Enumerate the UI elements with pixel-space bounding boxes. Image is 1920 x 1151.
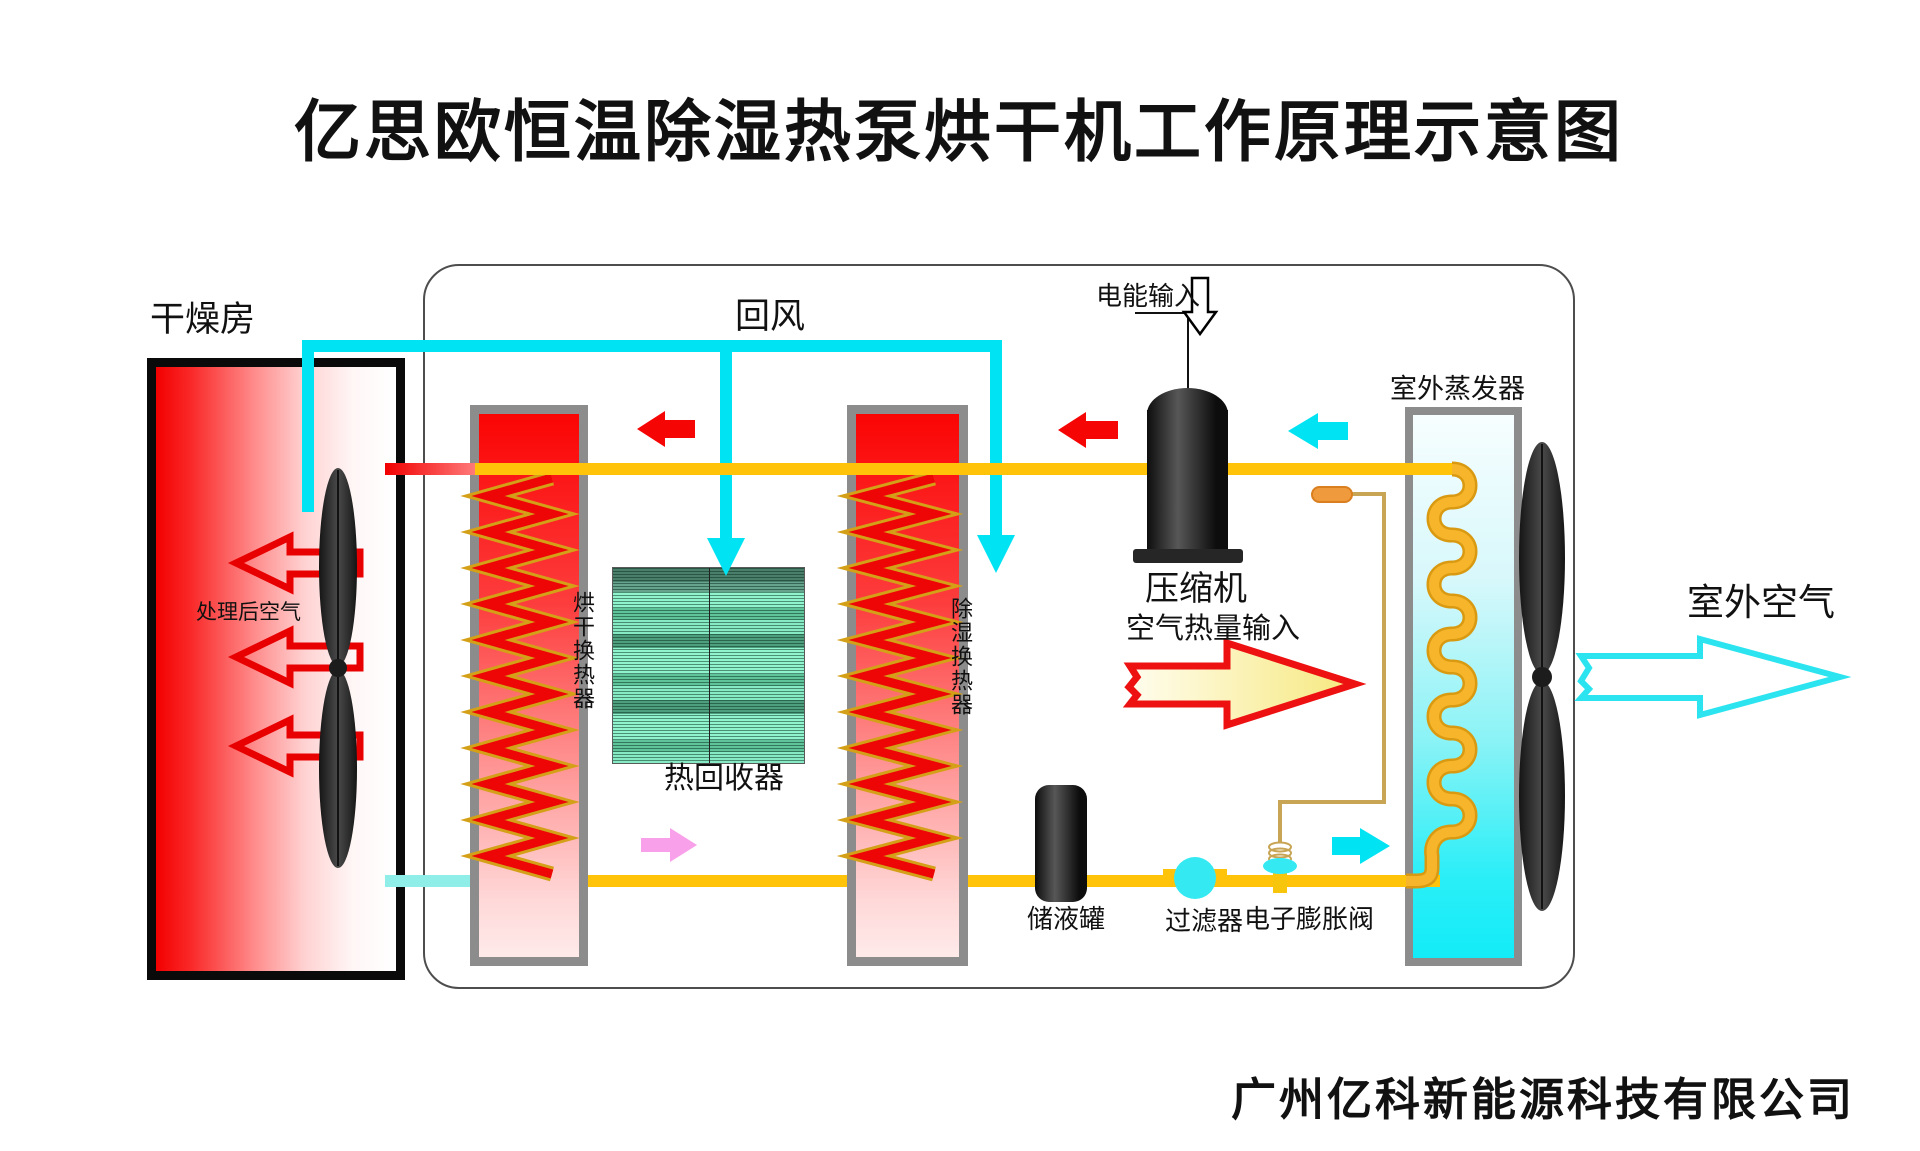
outdoor-evaporator-label: 室外蒸发器	[1390, 374, 1525, 404]
receiver-tank-label: 储液罐	[1027, 904, 1106, 934]
heat-recovery-unit	[612, 567, 805, 764]
compressor-label: 压缩机	[1145, 570, 1247, 608]
filter-label: 过滤器	[1165, 906, 1244, 936]
outdoor-air-arrow	[1574, 635, 1852, 719]
drying-hx-zigzag-coil	[460, 470, 580, 882]
red-flow-arrow-left-1	[637, 411, 695, 447]
cyan-flow-arrow-left	[1288, 413, 1348, 449]
return-air-label: 回风	[735, 297, 806, 336]
red-flow-arrow-left-2	[1058, 412, 1118, 448]
power-wire	[1135, 312, 1189, 392]
treated-air-arrows	[227, 531, 364, 778]
dehum-hx-zigzag-coil	[836, 470, 964, 882]
sensor-capillary-line	[1278, 492, 1386, 842]
heat-recovery-label: 热回收器	[664, 762, 784, 795]
air-heat-input-arrow	[1122, 638, 1367, 730]
outdoor-air-label: 室外空气	[1687, 582, 1835, 623]
expansion-valve-symbol	[1263, 841, 1297, 893]
duct-down-arrowhead-right	[977, 535, 1015, 573]
dryroom-fan	[319, 468, 357, 868]
return-air-duct	[302, 340, 1015, 576]
outdoor-fan	[1519, 442, 1565, 911]
air-heat-input-label: 空气热量输入	[1126, 613, 1301, 645]
compressor-symbol	[1133, 388, 1243, 563]
dryroom-supply-stub	[385, 463, 475, 475]
filter-symbol	[1163, 857, 1227, 899]
cyan-flow-arrow-right	[1332, 828, 1390, 864]
expansion-valve-label: 电子膨胀阀	[1244, 904, 1375, 934]
receiver-tank-symbol	[1035, 785, 1087, 902]
page-title: 亿思欧恒温除湿热泵烘干机工作原理示意图	[294, 95, 1624, 170]
evaporator-coil	[1406, 461, 1478, 889]
dehum-hx-label: 除湿换热器	[948, 597, 973, 717]
power-input-label: 电能输入	[1096, 281, 1201, 311]
treated-air-label: 处理后空气	[196, 601, 301, 624]
heat-recovery-divider	[708, 568, 710, 763]
drying-room-label: 干燥房	[150, 300, 256, 339]
duct-down-arrowhead-left	[707, 538, 745, 576]
company-name: 广州亿科新能源科技有限公司	[1231, 1074, 1856, 1125]
sensor-bulb	[1311, 486, 1353, 503]
pink-flow-arrow-right	[641, 828, 697, 862]
drying-hx-label: 烘干换热器	[570, 591, 595, 711]
dryroom-return-stub	[385, 875, 475, 887]
power-input-down-arrow	[1181, 276, 1219, 337]
top-refrigerant-pipe	[385, 463, 1460, 475]
